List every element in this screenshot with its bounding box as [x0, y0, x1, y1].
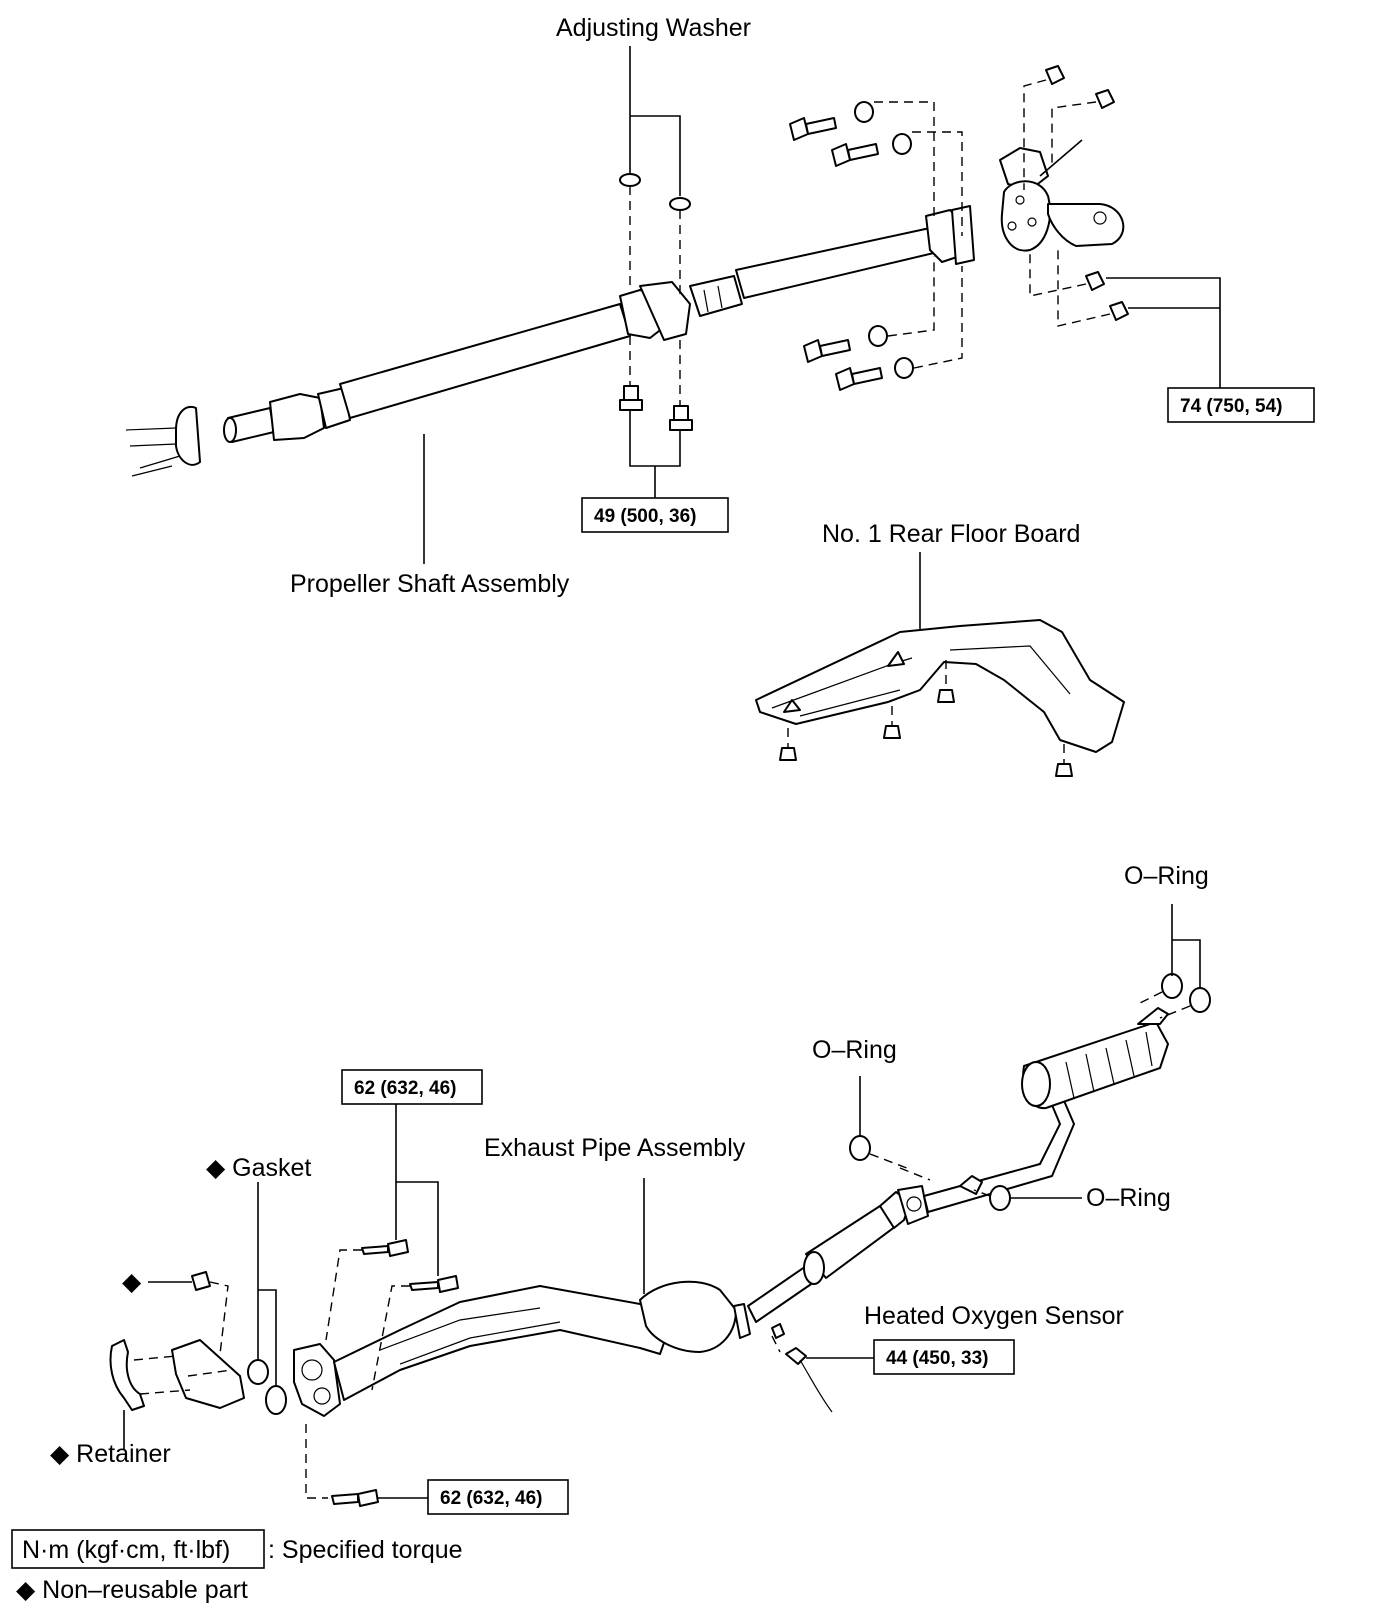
legend-unit-text-box: N·m (kgf·cm, ft·lbf): [22, 1536, 230, 1564]
label-propeller-shaft: Propeller Shaft Assembly: [290, 570, 570, 598]
legend-unit-box: [11, 1529, 265, 1569]
svg-text:44 (450, 33): 44 (450, 33): [886, 1348, 988, 1369]
legend: N·m (kgf·cm, ft·lbf) : Specified torque …: [11, 1529, 463, 1604]
adjusting-washer-group: [619, 46, 693, 498]
label-retainer: ◆ Retainer: [50, 1440, 171, 1468]
label-gasket: ◆ Gasket: [206, 1154, 311, 1182]
torque-box-center-bearing: 49 (500, 36): [581, 497, 729, 533]
svg-text:49 (500, 36): 49 (500, 36): [594, 506, 696, 527]
legend-specified-torque: : Specified torque: [268, 1536, 463, 1564]
rear-floor-board: [755, 552, 1125, 777]
bolt-icon: [619, 385, 693, 431]
label-diamond-bolt: ◆: [122, 1268, 142, 1296]
exhaust-fasteners: [123, 904, 1211, 1507]
label-oxygen-sensor: Heated Oxygen Sensor: [864, 1302, 1124, 1330]
differential-flange: [999, 139, 1125, 252]
svg-text:62 (632, 46): 62 (632, 46): [440, 1488, 542, 1509]
torque-box-exhaust-front-lower: 62 (632, 46): [427, 1479, 569, 1515]
torque-box-flange-nuts: 74 (750, 54): [1167, 387, 1315, 423]
label-o-ring-right: O–Ring: [1086, 1184, 1171, 1212]
svg-text:74 (750, 54): 74 (750, 54): [1180, 396, 1282, 417]
label-o-ring-top: O–Ring: [1124, 862, 1209, 890]
screw-icon: [779, 689, 1073, 777]
label-adjusting-washer: Adjusting Washer: [556, 14, 751, 42]
legend-non-reusable: ◆ Non–reusable part: [16, 1576, 248, 1604]
propeller-shaft-assembly: [125, 205, 975, 477]
label-exhaust-pipe: Exhaust Pipe Assembly: [484, 1134, 746, 1162]
torque-box-oxygen-sensor: 44 (450, 33): [873, 1339, 1015, 1375]
flange-fasteners: [789, 65, 1221, 391]
label-o-ring-mid: O–Ring: [812, 1036, 897, 1064]
label-rear-floor-board: No. 1 Rear Floor Board: [822, 520, 1080, 548]
svg-text:62 (632, 46): 62 (632, 46): [354, 1078, 456, 1099]
torque-box-exhaust-front-upper: 62 (632, 46): [341, 1069, 483, 1105]
exhaust-pipe-assembly: [109, 1007, 1169, 1417]
